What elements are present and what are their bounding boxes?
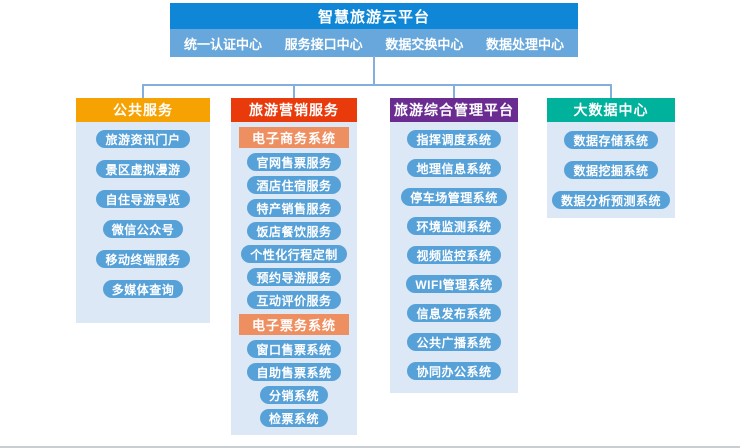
connector-drop-col4	[610, 84, 612, 98]
system-pill: 分销系统	[259, 386, 328, 404]
connector-drop-col2	[293, 84, 295, 98]
column-header-public-services: 公共服务	[76, 98, 210, 122]
system-pill: 饭店餐饮服务	[247, 222, 341, 240]
system-pill: 个性化行程定制	[241, 245, 347, 263]
system-pill: WIFI管理系统	[406, 275, 502, 293]
system-pill: 窗口售票系统	[247, 340, 341, 358]
center-label-service-interface: 服务接口中心	[284, 36, 363, 52]
system-pill: 多媒体查询	[102, 280, 184, 298]
column-panel-big-data-center: 数据存储系统数据挖掘系统数据分析预测系统	[547, 122, 675, 218]
system-pill: 官网售票服务	[247, 153, 341, 171]
system-pill: 数据分析预测系统	[551, 191, 670, 209]
column-panel-public-services: 旅游资讯门户景区虚拟漫游自住导游导览微信公众号移动终端服务多媒体查询	[76, 122, 210, 323]
platform-title: 智慧旅游云平台	[170, 3, 578, 29]
system-pill: 协同办公系统	[407, 362, 501, 380]
connector-drop-col1	[142, 84, 144, 98]
system-pill: 互动评价服务	[247, 291, 341, 309]
system-pill: 特产销售服务	[247, 199, 341, 217]
column-panel-tourism-management-platform: 指挥调度系统地理信息系统停车场管理系统环境监测系统视频监控系统 WIFI管理系统信…	[390, 122, 518, 393]
subsystem-group-header: 电子商务系统	[239, 127, 349, 148]
system-pill: 指挥调度系统	[407, 130, 501, 148]
system-pill: 数据存储系统	[564, 131, 658, 149]
connector-drop-col3	[453, 84, 455, 98]
system-pill: 景区虚拟漫游	[96, 160, 190, 178]
connector-trunk-vertical	[373, 56, 375, 85]
system-pill: 酒店住宿服务	[247, 176, 341, 194]
center-label-auth: 统一认证中心	[184, 36, 263, 52]
system-pill: 数据挖掘系统	[564, 161, 658, 179]
subsystem-group-header: 电子票务系统	[239, 314, 349, 335]
column-header-tourism-marketing-services: 旅游营销服务	[231, 98, 357, 122]
system-pill: 预约导游服务	[247, 268, 341, 286]
system-pill: 视频监控系统	[407, 246, 501, 264]
bottom-edge-line	[0, 446, 740, 448]
connector-horizontal	[142, 84, 612, 86]
system-pill: 自助售票系统	[247, 363, 341, 381]
center-label-data-processing: 数据处理中心	[485, 36, 564, 52]
system-pill: 微信公众号	[102, 220, 184, 238]
system-pill: 信息发布系统	[407, 304, 501, 322]
center-label-data-exchange: 数据交换中心	[385, 36, 464, 52]
system-pill: 环境监测系统	[407, 217, 501, 235]
column-header-tourism-management-platform: 旅游综合管理平台	[390, 98, 518, 122]
platform-header: 智慧旅游云平台 统一认证中心 服务接口中心 数据交换中心 数据处理中心	[170, 3, 578, 57]
system-pill: 旅游资讯门户	[96, 130, 190, 148]
system-pill: 地理信息系统	[407, 159, 501, 177]
system-pill: 自住导游导览	[96, 190, 190, 208]
system-pill: 检票系统	[259, 409, 328, 427]
column-header-big-data-center: 大数据中心	[547, 98, 675, 122]
system-pill: 停车场管理系统	[401, 188, 507, 206]
system-pill: 移动终端服务	[96, 250, 190, 268]
platform-centers-bar: 统一认证中心 服务接口中心 数据交换中心 数据处理中心	[170, 29, 578, 57]
column-panel-tourism-marketing-services: 电子商务系统官网售票服务酒店住宿服务特产销售服务饭店餐饮服务个性化行程定制预约导…	[231, 122, 357, 435]
system-pill: 公共广播系统	[407, 333, 501, 351]
